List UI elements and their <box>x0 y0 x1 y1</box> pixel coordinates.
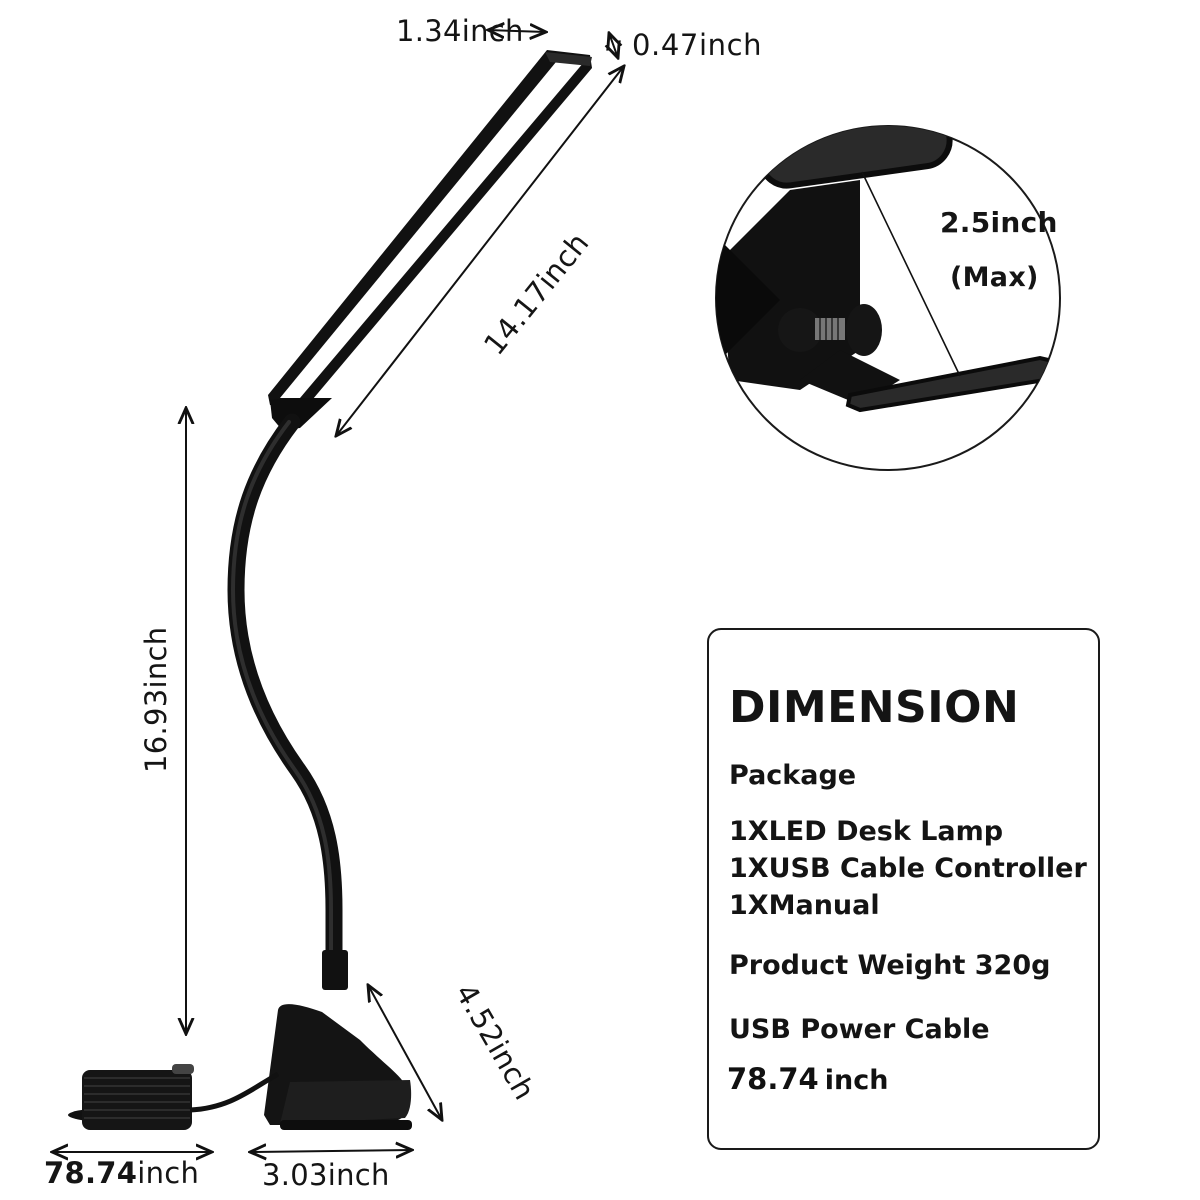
dimension-title: DIMENSION <box>729 682 1020 733</box>
cable-heading: USB Power Cable <box>729 1014 990 1045</box>
clip-base <box>264 950 412 1130</box>
cable-length-number: 78.74 <box>44 1156 138 1190</box>
package-heading: Package <box>729 760 857 791</box>
head-thickness-label: 0.47inch <box>632 28 763 62</box>
gooseneck <box>227 413 343 964</box>
package-item: 1XUSB Cable Controller <box>729 853 1087 884</box>
cable-length-spec-unit: inch <box>824 1065 889 1096</box>
clip-opening-value: 2.5inch <box>940 206 1058 239</box>
cable-length-label: 78.74inch <box>44 1156 199 1190</box>
cable-length-spec-number: 78.74 <box>727 1062 819 1096</box>
lamp-head <box>268 50 592 430</box>
clip-detail-circle <box>715 125 1061 471</box>
coiled-cable <box>68 1064 280 1130</box>
head-width-label: 1.34inch <box>396 14 524 48</box>
package-item: 1XLED Desk Lamp <box>729 816 1004 847</box>
product-weight: Product Weight 320g <box>729 950 1051 981</box>
cable-length-unit: inch <box>137 1156 200 1190</box>
dimension-info-box: DIMENSION Package 1XLED Desk Lamp 1XUSB … <box>707 628 1100 1150</box>
clip-opening-note: (Max) <box>950 262 1039 293</box>
package-item: 1XManual <box>729 890 880 921</box>
dimension-arrows <box>52 30 624 1152</box>
clip-width-label: 3.03inch <box>262 1158 390 1192</box>
gooseneck-height-label: 16.93inch <box>139 626 173 773</box>
